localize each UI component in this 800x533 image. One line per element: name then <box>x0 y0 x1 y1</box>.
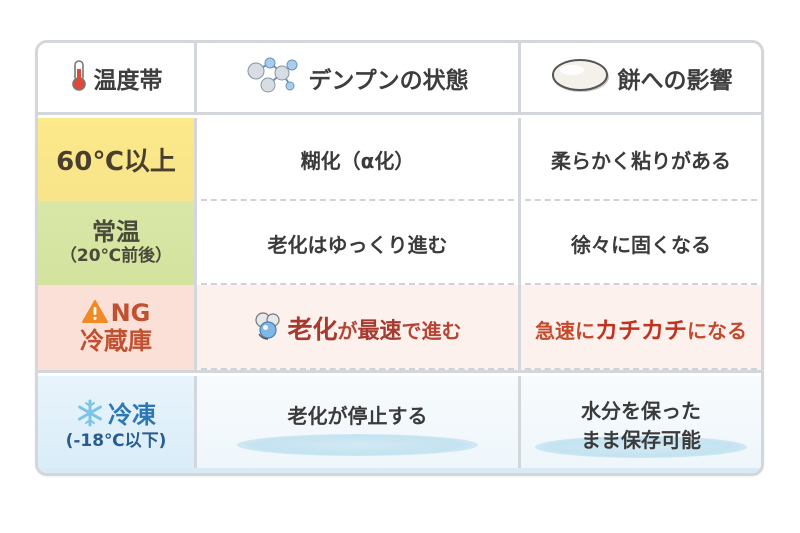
starch-emphasis-aging: 老化 <box>287 314 338 344</box>
temperature-band-cell: 常温 （20℃前後） <box>38 201 197 285</box>
starch-state-text: 老化はゆっくり進む <box>267 232 448 257</box>
ice-puddle-decoration <box>237 434 478 456</box>
temperature-band-cell: 60℃以上 <box>38 118 197 201</box>
starch-state-cell: 老化が停止する <box>197 376 521 473</box>
starch-state-cell: 糊化（α化） <box>197 118 521 201</box>
temperature-band-label: 常温 <box>92 217 140 246</box>
header-starch-state: デンプンの状態 <box>197 43 521 112</box>
thermometer-icon <box>70 59 88 97</box>
mochi-text-part: 急速に <box>535 318 595 343</box>
table-row-refrigerator-ng: NG 冷蔵庫 老化が最速で進む 急速にカチカチになる <box>38 285 761 373</box>
mochi-effect-text-line2: まま保存可能 <box>581 428 701 452</box>
starch-state-text: 糊化（α化） <box>300 149 415 173</box>
mochi-text-part: になる <box>687 318 747 343</box>
starch-emphasis-fastest: 最速 <box>357 318 402 344</box>
temperature-band-cell: NG 冷蔵庫 <box>38 285 197 370</box>
ice-puddle-decoration <box>535 436 747 458</box>
temperature-band-sublabel: (-18℃以下) <box>65 431 167 452</box>
warning-icon <box>81 300 108 327</box>
mochi-effect-cell: 徐々に固くなる <box>521 201 761 285</box>
starch-state-cell: 老化はゆっくり進む <box>197 201 521 285</box>
temperature-band-cell: 冷凍 (-18℃以下) <box>38 376 197 473</box>
header-temperature-band: 温度帯 <box>38 43 197 112</box>
table-header-row: 温度帯 <box>38 43 761 115</box>
mochi-icon <box>550 55 612 101</box>
table-row-room-temperature: 常温 （20℃前後） 老化はゆっくり進む 徐々に固くなる <box>38 201 761 285</box>
header-starch-label: デンプンの状態 <box>308 67 469 94</box>
mochi-effect-cell: 柔らかく粘りがある <box>521 118 761 201</box>
table-row-freezer: 冷凍 (-18℃以下) 老化が停止する 水分を保った まま保存可能 <box>38 376 761 473</box>
starch-state-text: 老化が最速で進む <box>287 310 461 346</box>
mochi-effect-cell: 水分を保った まま保存可能 <box>521 376 761 473</box>
header-mochi-label: 餅への影響 <box>617 67 733 94</box>
table-row-above-60c: 60℃以上 糊化（α化） 柔らかく粘りがある <box>38 118 761 201</box>
ng-label: NG <box>110 298 151 327</box>
bottom-band-decoration <box>38 468 761 473</box>
mochi-effect-text: 徐々に固くなる <box>571 232 711 257</box>
starch-state-text: 老化が停止する <box>287 404 428 428</box>
mochi-effect-cell: 急速にカチカチになる <box>521 285 761 370</box>
snowflake-icon <box>76 399 104 431</box>
mochi-effect-text: 柔らかく粘りがある <box>551 149 731 173</box>
temperature-band-label: 60℃以上 <box>56 147 176 177</box>
starch-state-cell: 老化が最速で進む <box>197 285 521 370</box>
temperature-band-sublabel: （20℃前後） <box>59 246 173 267</box>
temperature-band-label: 冷凍 <box>108 400 156 429</box>
mochi-effect-text: 急速にカチカチになる <box>535 311 747 345</box>
header-mochi-effect: 餅への影響 <box>521 43 761 112</box>
starch-text-part: で進む <box>401 318 462 343</box>
molecule-icon <box>246 55 302 101</box>
starch-bubble-icon <box>253 311 283 345</box>
mochi-effect-text-line1: 水分を保った <box>581 399 701 423</box>
starch-text-part: が <box>337 318 358 343</box>
storage-temperature-table: 温度帯 <box>35 40 764 476</box>
temperature-band-label: 冷蔵庫 <box>80 326 152 355</box>
header-temperature-label: 温度帯 <box>93 67 163 94</box>
mochi-emphasis-hard: カチカチ <box>595 317 687 344</box>
